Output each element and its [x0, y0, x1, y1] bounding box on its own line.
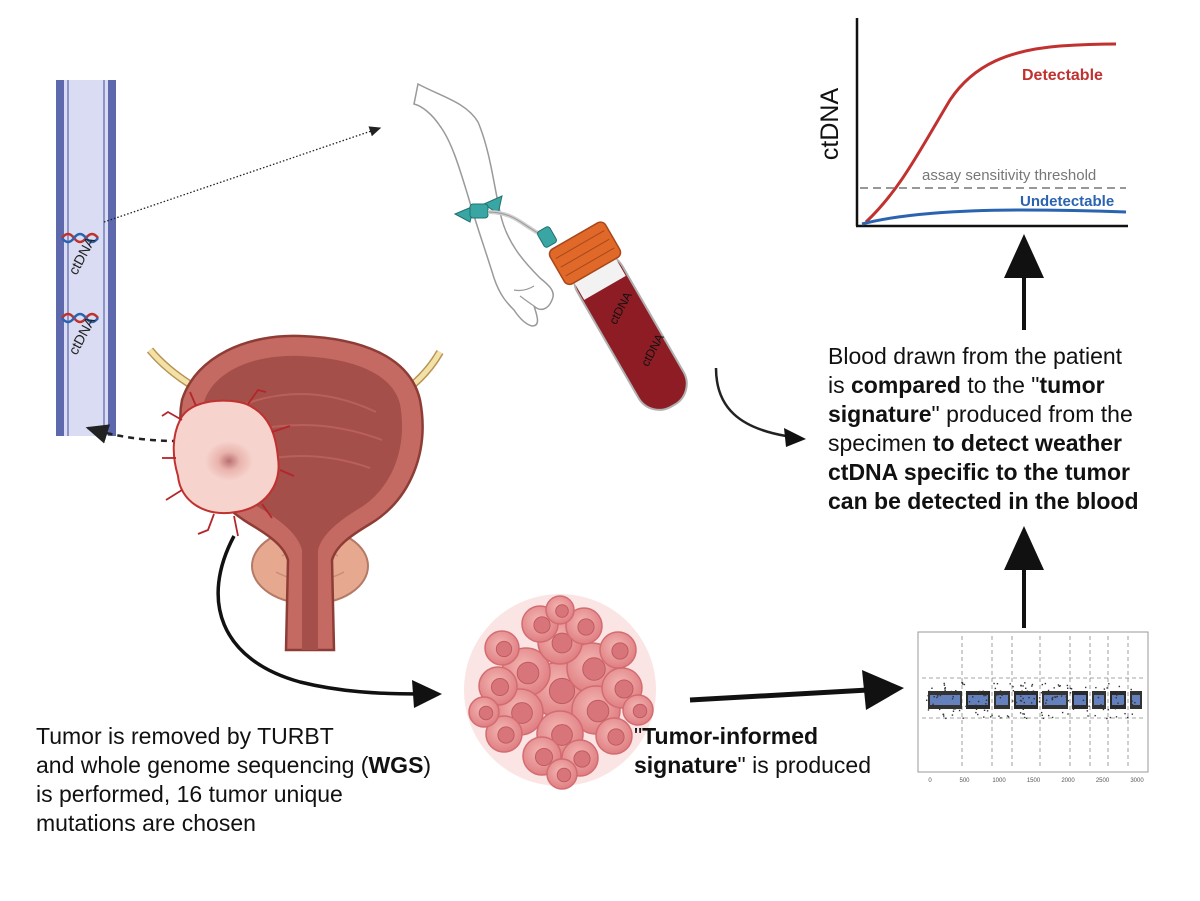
comparison-description: Blood drawn from the patient is compared… [828, 343, 1139, 514]
seq-plot-tick-label: 1500 [1027, 778, 1041, 784]
seq-plot-tick-label: 3000 [1130, 778, 1144, 784]
undetectable-curve [861, 208, 1127, 226]
threshold-label: assay sensitivity threshold [922, 167, 1096, 184]
seq-plot-tick-label: 2000 [1061, 778, 1075, 784]
graph-y-label: ctDNA [816, 88, 844, 161]
tumor-cell-cluster [464, 594, 656, 790]
dna-helix-icon [61, 312, 99, 324]
seq-plot-tick-label: 0 [928, 778, 932, 784]
bladder-tumor [161, 388, 295, 537]
cells-to-signature-arrow [689, 687, 869, 703]
signature-description: "Tumor-informed signature" is produced [634, 723, 871, 778]
tumor-to-vessel-arrow [85, 424, 179, 444]
seq-plot-tick-label: 1000 [992, 778, 1006, 784]
detectable-label: Detectable [1022, 67, 1103, 84]
ctdna-graph: ctDNA Detectable assay sensitivity thres… [816, 18, 1128, 228]
blood-vessel [56, 80, 116, 436]
dna-helix-icon [61, 232, 99, 244]
vessel-to-arm-arrow [103, 126, 382, 223]
undetectable-label: Undetectable [1020, 193, 1114, 210]
bladder-to-tumor-cells-arrow [216, 535, 421, 696]
tube-to-comparison-arrow [714, 367, 787, 438]
blood-tube [548, 221, 688, 411]
sequencing-plot: 0 500 1000 1500 2000 2500 3000 [917, 631, 1149, 784]
tumor-removal-description: Tumor is removed by TURBT and whole geno… [36, 723, 432, 836]
butterfly-needle [453, 195, 557, 248]
seq-plot-tick-label: 500 [959, 778, 970, 784]
seq-plot-tick-label: 2500 [1096, 778, 1110, 784]
detectable-curve [864, 42, 1117, 224]
